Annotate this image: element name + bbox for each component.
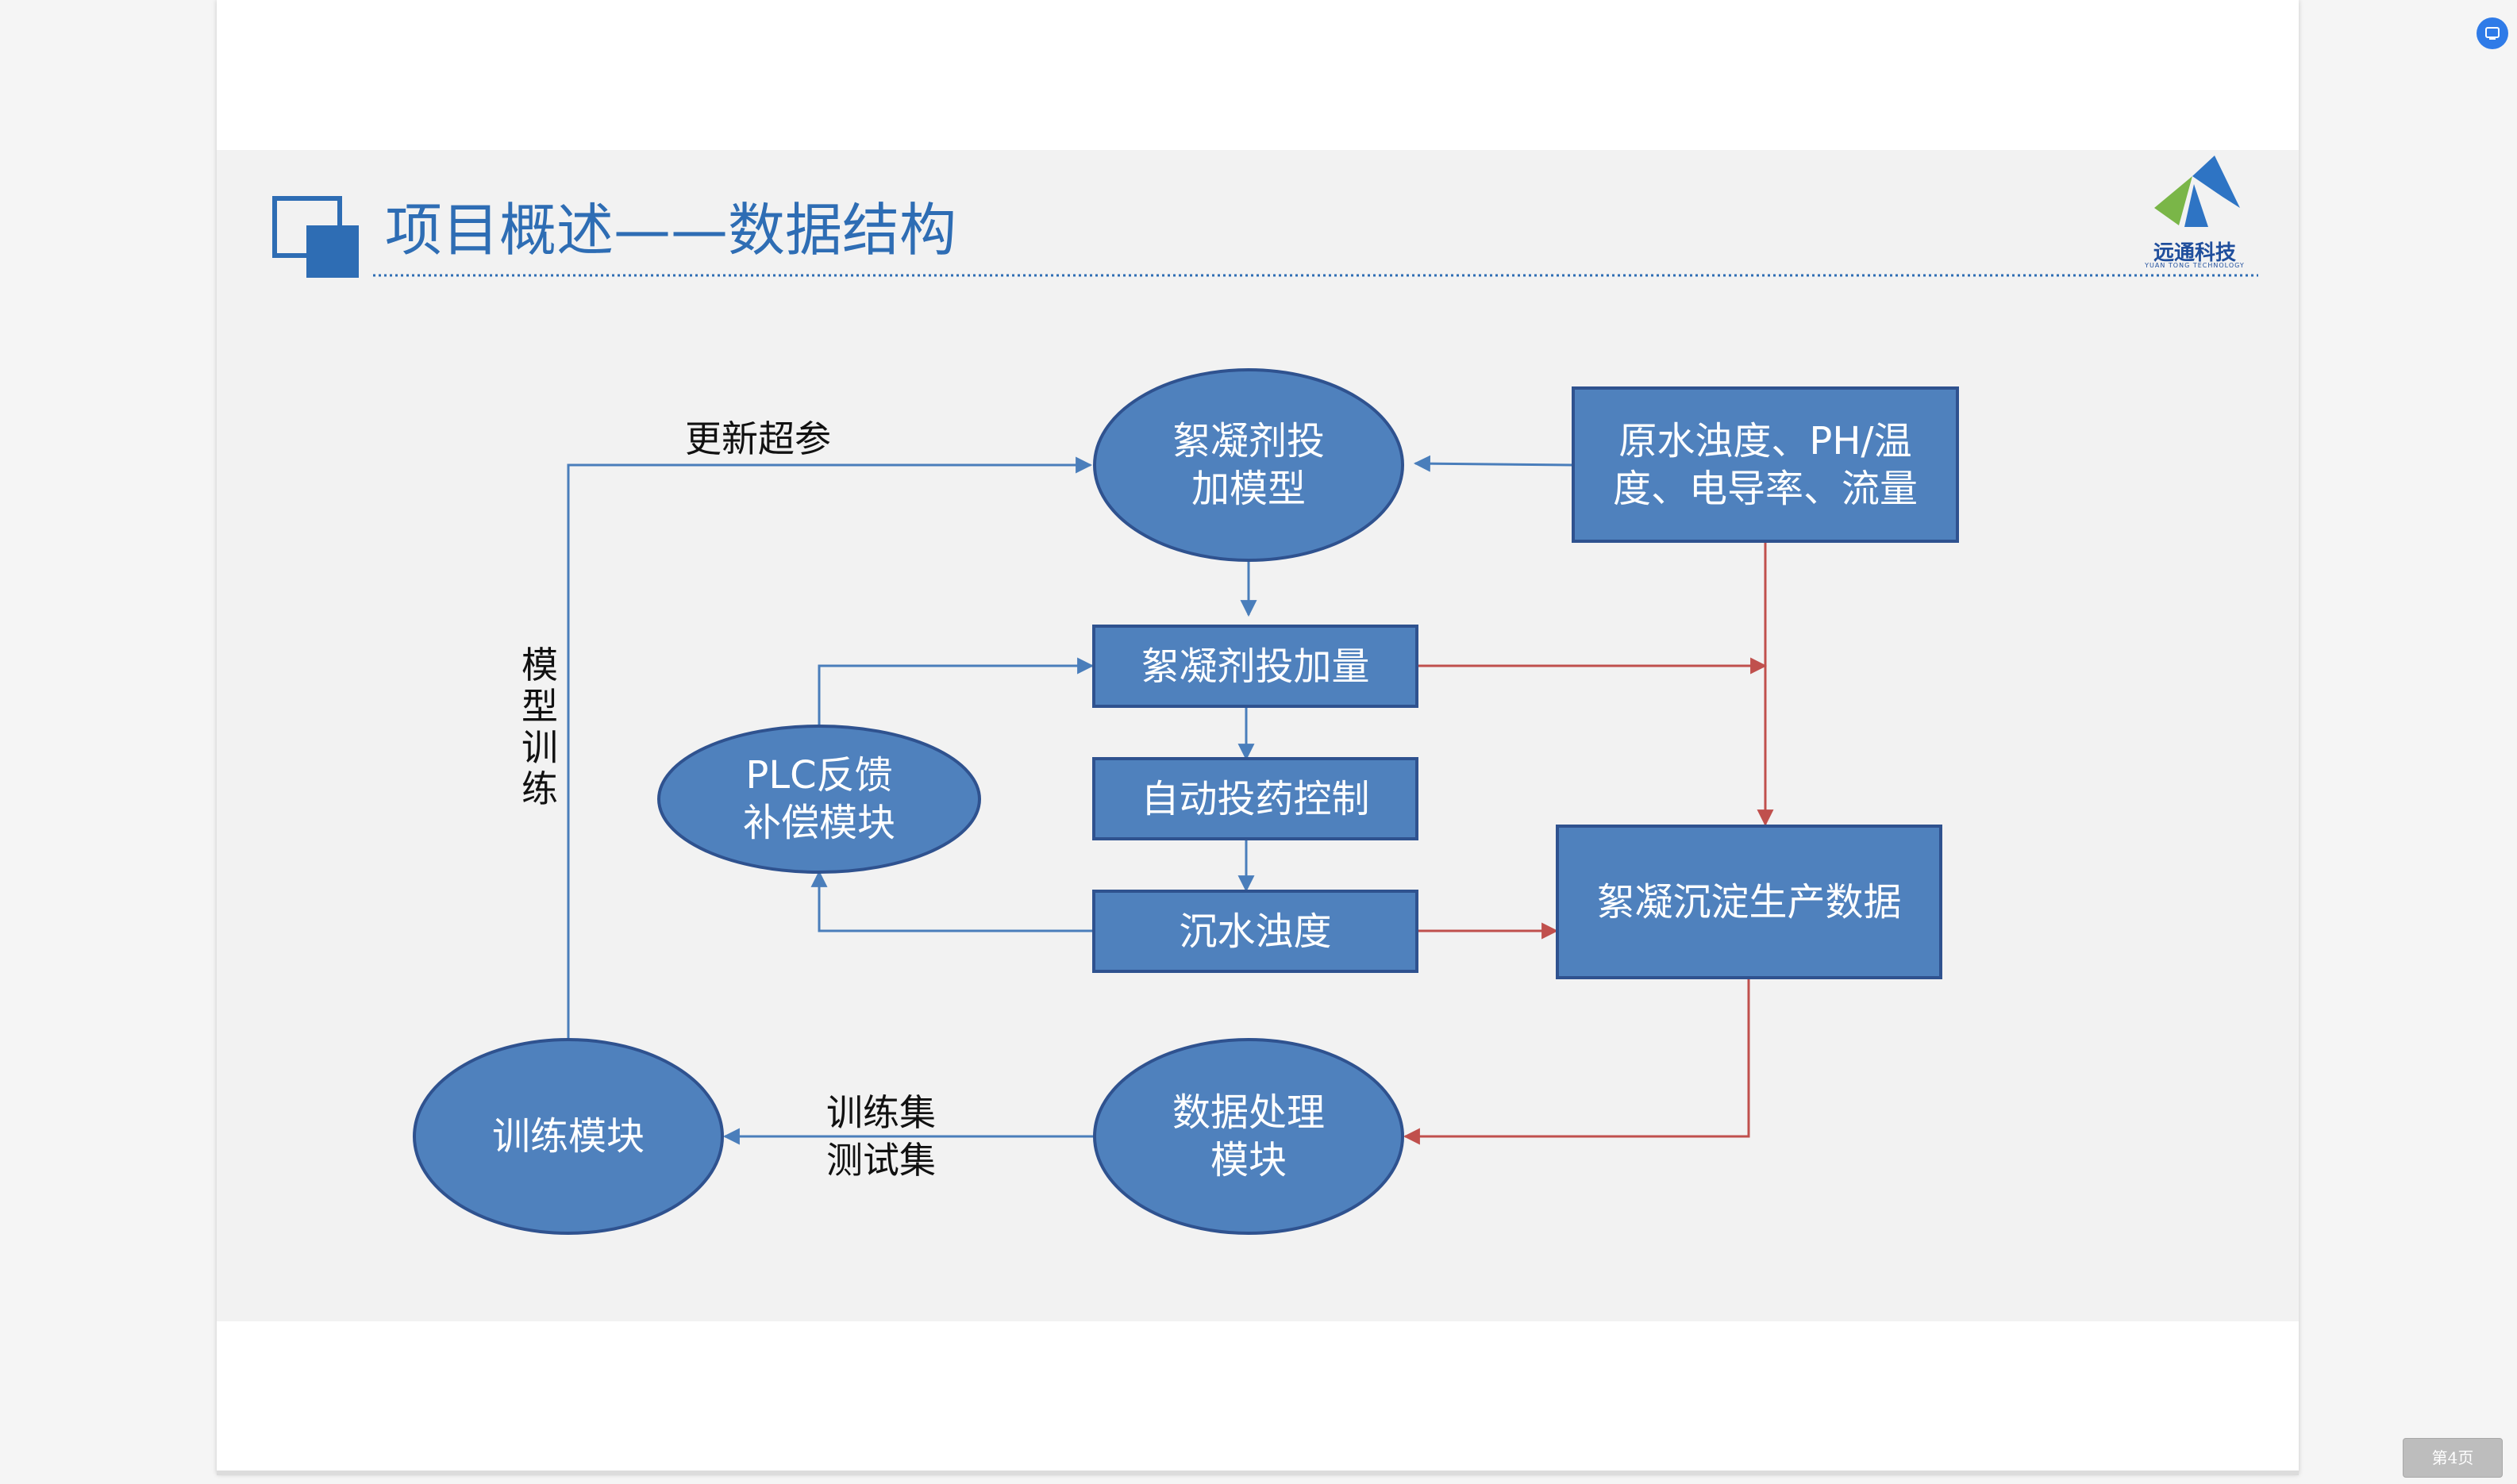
node-auto-dosing-control-label: 自动投药控制 <box>1141 776 1370 821</box>
node-settled-turbidity-label: 沉水浊度 <box>1179 909 1332 954</box>
node-data-processing <box>1093 1038 1404 1235</box>
title-squares-icon <box>272 196 359 278</box>
slide-title: 项目概述——数据结构 <box>385 197 957 263</box>
node-flocculant-model-label: 絮凝剂投 加模型 <box>1172 419 1325 511</box>
page-divider <box>217 1471 2299 1475</box>
node-training-module <box>413 1038 724 1235</box>
node-raw-water-params-label: 原水浊度、PH/温 度、电导率、流量 <box>1612 418 1918 511</box>
node-flocculant-model <box>1093 368 1404 562</box>
edge-training-to-model <box>567 456 1093 1040</box>
label-model-training: 模 型 训 练 <box>521 644 558 810</box>
edge-data-to-processing <box>1403 978 1750 1145</box>
edge-turbidity-to-plc <box>810 870 1093 932</box>
side-tool-button[interactable] <box>2477 17 2508 49</box>
node-flocculation-data-label: 絮凝沉淀生产数据 <box>1596 879 1902 925</box>
node-flocculant-dosage <box>1092 625 1418 708</box>
node-settled-turbidity <box>1092 890 1418 973</box>
node-raw-water-params <box>1572 386 1959 543</box>
label-update-hyperparams: 更新超参 <box>685 417 831 460</box>
window-icon <box>2485 27 2500 40</box>
page-indicator: 第4页 <box>2403 1438 2503 1478</box>
node-data-processing-label: 数据处理 模块 <box>1172 1090 1325 1182</box>
node-plc-feedback <box>657 725 981 874</box>
node-flocculant-dosage-label: 絮凝剂投加量 <box>1141 644 1370 689</box>
node-auto-dosing-control <box>1092 757 1418 840</box>
edge-raw-to-model <box>1413 455 1573 472</box>
company-logo-icon <box>2154 156 2240 227</box>
logo-subtext: YUAN TONG TECHNOLOGY <box>2145 262 2245 269</box>
edge-plc-to-dosage <box>818 657 1095 725</box>
logo-wordmark: 远通科技 <box>2153 241 2236 265</box>
label-train-test-sets: 训练集 测试集 <box>826 1091 936 1182</box>
node-flocculation-data <box>1556 825 1942 979</box>
node-training-module-label: 训练模块 <box>491 1114 645 1159</box>
node-plc-feedback-label: PLC反馈 补偿模块 <box>742 753 895 845</box>
